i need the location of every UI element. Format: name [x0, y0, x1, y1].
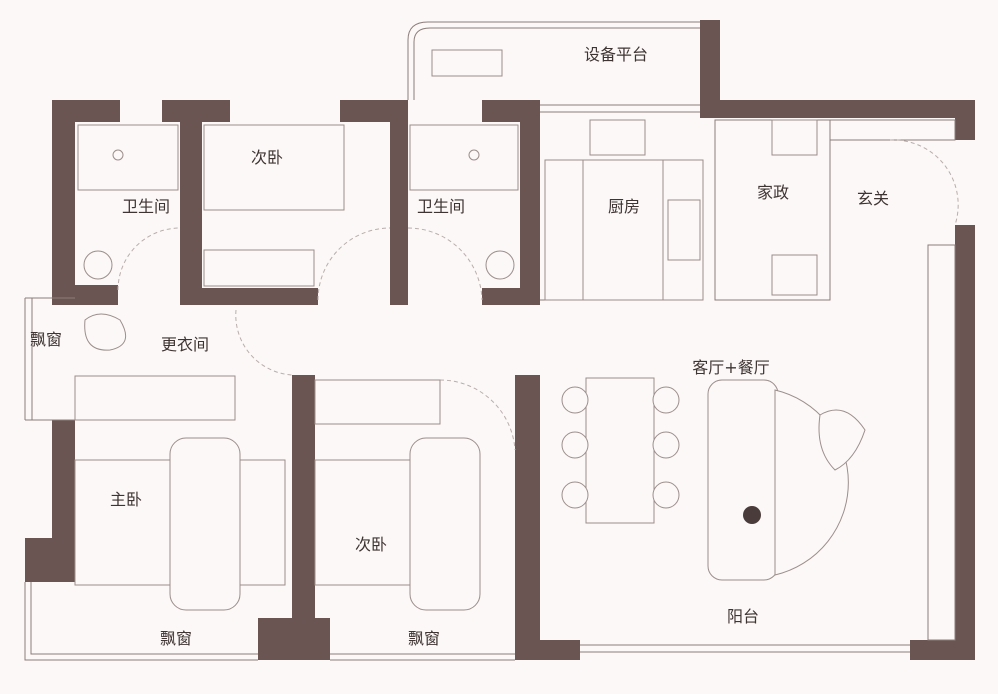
room-labels: 设备平台 次卧 卫生间 卫生间 厨房 家政 玄关 飘窗 更衣间 客厅+餐厅 主卧…	[30, 45, 889, 648]
label-bathroom-left: 卫生间	[122, 197, 170, 216]
door-swings	[117, 139, 959, 451]
label-bathroom-right: 卫生间	[417, 197, 465, 216]
furniture	[74, 119, 866, 611]
label-second-bedroom-top: 次卧	[251, 148, 283, 167]
label-master-bedroom: 主卧	[110, 490, 142, 509]
label-second-bedroom-bottom: 次卧	[355, 535, 387, 554]
label-equipment-platform: 设备平台	[584, 45, 648, 64]
equipment-platform-outline	[407, 21, 700, 100]
label-living-dining: 客厅+餐厅	[692, 358, 769, 377]
label-bay-window-bottom-left: 飘窗	[160, 629, 192, 648]
label-dressing-room: 更衣间	[161, 335, 209, 354]
label-balcony: 阳台	[727, 607, 759, 626]
label-kitchen: 厨房	[608, 197, 640, 216]
label-bay-window-left: 飘窗	[30, 330, 62, 349]
label-bay-window-bottom-right: 飘窗	[408, 629, 440, 648]
walls	[25, 20, 975, 660]
label-entrance: 玄关	[857, 189, 889, 208]
label-housekeeping: 家政	[757, 183, 789, 202]
